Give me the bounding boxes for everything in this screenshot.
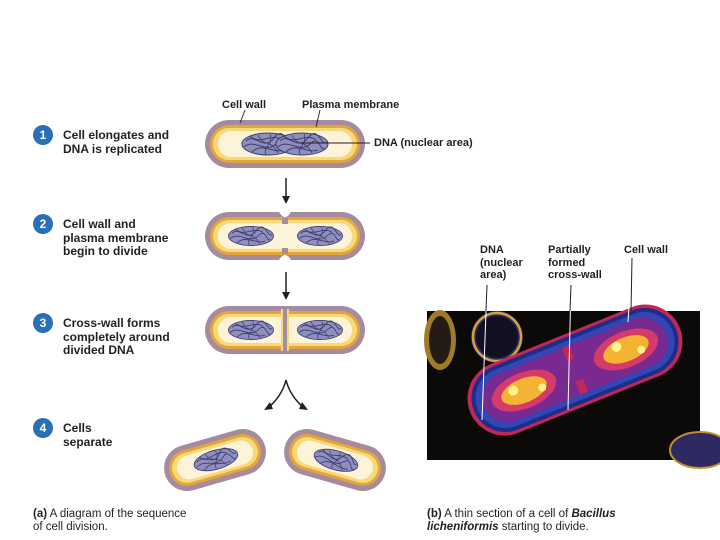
caption-b: (b) A thin section of a cell of Bacillus… [427,508,616,534]
cell-stage-4-left [164,429,266,491]
step-4-line: Cells [63,421,92,435]
caption-b-letter: (b) [427,508,442,520]
micrograph-dna-line: DNA [480,244,504,256]
step-2-line: begin to divide [63,244,148,258]
step-3-line: divided DNA [63,343,135,357]
step-3-line: completely around [63,329,170,344]
step-1-text: Cell elongates and DNA is replicated [63,128,170,156]
step-4-badge: 4 [33,418,53,438]
leader-lines [239,109,370,144]
micrograph-crosswall-line: Partially [548,244,591,256]
caption-b-genus: Bacillus [571,508,616,520]
arrow-down-icon [282,272,290,300]
micrograph-image [424,304,720,469]
cell-stage-4-right [284,429,386,491]
micrograph-crosswall-line: formed [548,256,586,269]
dna-nuclear-area-label: DNA (nuclear area) [374,137,473,149]
step-3-line: Cross-wall forms [63,316,161,330]
step-3-text: Cross-wall forms completely around divid… [63,316,170,358]
step-2-text: Cell wall and plasma membrane begin to d… [63,217,169,259]
caption-a-line1: A diagram of the sequence [49,508,187,520]
step-1-line: DNA is replicated [63,141,162,156]
caption-a-letter: (a) [33,508,48,520]
step-4-line: separate [63,434,113,449]
step-2-badge: 2 [33,214,53,234]
caption-b-species: licheniformis [427,521,499,533]
dna-icon [296,225,344,247]
plasma-membrane-label: Plasma membrane [302,99,400,111]
cell-stage-2 [205,212,365,260]
cell-wall-label: Cell wall [222,99,267,111]
micrograph-dna-label: DNA (nuclear area) [480,244,523,282]
micrograph-dna-line: (nuclear [480,256,523,269]
step-2-line: Cell wall and [63,217,136,231]
caption-b-pre: A thin section of a cell of [444,508,569,520]
step-1-badge: 1 [33,125,53,145]
caption-a: (a) A diagram of the sequence of cell di… [33,508,186,534]
dna-icon [296,319,344,341]
step-3-badge: 3 [33,313,53,333]
arrow-down-icon [282,178,290,204]
caption-b-post: starting to divide. [501,521,589,533]
cell-stage-1 [205,120,365,168]
dna-icon [227,225,275,247]
dna-icon [227,319,275,341]
cell-stage-3 [205,306,365,354]
micrograph-dna-line: area) [480,269,507,281]
step-1-line: Cell elongates and [63,128,170,142]
step-4-text: Cells separate [63,421,113,449]
micrograph-cell-wall-label: Cell wall [624,244,669,256]
split-arrow-icon [264,379,308,410]
caption-a-line2: of cell division. [33,521,108,533]
dna-icon [275,132,329,156]
micrograph-crosswall-label: Partially formed cross-wall [548,244,602,282]
micrograph-crosswall-line: cross-wall [548,269,602,281]
step-2-line: plasma membrane [63,230,169,245]
